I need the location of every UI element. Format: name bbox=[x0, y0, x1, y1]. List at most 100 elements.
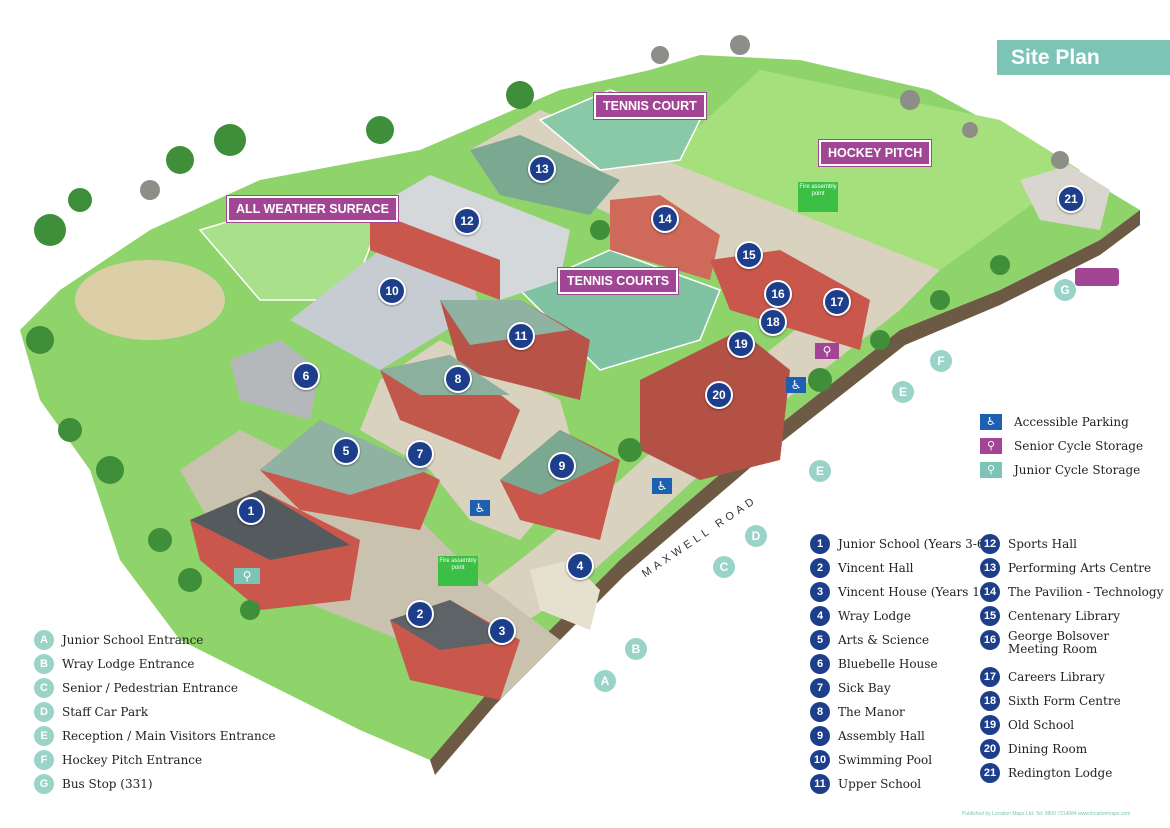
building-6 bbox=[230, 340, 320, 420]
building-label: Centenary Library bbox=[1008, 609, 1121, 623]
map-pin-5[interactable]: 5 bbox=[332, 437, 360, 465]
accessible-parking-icon: ♿ bbox=[652, 478, 672, 494]
fire-assembly-point-south: Fire assembly point bbox=[438, 556, 478, 586]
map-gate-g[interactable]: G bbox=[1054, 279, 1076, 301]
building-number: 8 bbox=[810, 702, 830, 722]
building-label: Wray Lodge bbox=[838, 609, 911, 623]
map-gate-f[interactable]: F bbox=[930, 350, 952, 372]
map-pin-13[interactable]: 13 bbox=[528, 155, 556, 183]
bicycle-icon: ⚲ bbox=[980, 462, 1002, 478]
building-label: Upper School bbox=[838, 777, 922, 791]
building-number: 4 bbox=[810, 606, 830, 626]
entrance-label: Reception / Main Visitors Entrance bbox=[62, 729, 276, 743]
building-row: 12 Sports Hall bbox=[980, 534, 1077, 554]
map-pin-7[interactable]: 7 bbox=[406, 440, 434, 468]
map-pin-15[interactable]: 15 bbox=[735, 241, 763, 269]
building-number: 18 bbox=[980, 691, 1000, 711]
building-1-roof bbox=[190, 490, 350, 560]
publisher-credit: Published by Location Maps Ltd. Tel: 080… bbox=[962, 811, 1131, 817]
building-label: Sports Hall bbox=[1008, 537, 1077, 551]
entrance-label: Junior School Entrance bbox=[62, 633, 204, 647]
map-pin-11[interactable]: 11 bbox=[507, 322, 535, 350]
map-pin-10[interactable]: 10 bbox=[378, 277, 406, 305]
map-gate-d[interactable]: D bbox=[745, 525, 767, 547]
entrance-letter: D bbox=[34, 702, 54, 722]
building-number: 14 bbox=[980, 582, 1000, 602]
map-pin-17[interactable]: 17 bbox=[823, 288, 851, 316]
page-title: Site Plan bbox=[997, 40, 1170, 75]
key-label: Accessible Parking bbox=[1014, 415, 1129, 429]
building-row: 18 Sixth Form Centre bbox=[980, 691, 1121, 711]
building-number: 3 bbox=[810, 582, 830, 602]
building-label: Performing Arts Centre bbox=[1008, 561, 1152, 575]
building-row: 17 Careers Library bbox=[980, 667, 1105, 687]
map-pin-4[interactable]: 4 bbox=[566, 552, 594, 580]
map-pin-2[interactable]: 2 bbox=[406, 600, 434, 628]
map-pin-14[interactable]: 14 bbox=[651, 205, 679, 233]
entrance-letter: G bbox=[34, 774, 54, 794]
map-pin-18[interactable]: 18 bbox=[759, 308, 787, 336]
map-pin-9[interactable]: 9 bbox=[548, 452, 576, 480]
bicycle-icon: ⚲ bbox=[980, 438, 1002, 454]
map-pin-12[interactable]: 12 bbox=[453, 207, 481, 235]
entrance-letter: F bbox=[34, 750, 54, 770]
building-label: Swimming Pool bbox=[838, 753, 933, 767]
building-number: 21 bbox=[980, 763, 1000, 783]
map-pin-21[interactable]: 21 bbox=[1057, 185, 1085, 213]
building-number: 13 bbox=[980, 558, 1000, 578]
building-label: George Bolsover Meeting Room bbox=[1008, 629, 1110, 656]
site-edge bbox=[430, 210, 1140, 775]
map-pin-6[interactable]: 6 bbox=[292, 362, 320, 390]
fire-assembly-label: Fire assembly point bbox=[439, 558, 477, 571]
building-row: 13 Performing Arts Centre bbox=[980, 558, 1151, 578]
map-gate-b[interactable]: B bbox=[625, 638, 647, 660]
map-pin-19[interactable]: 19 bbox=[727, 330, 755, 358]
building-label: Sixth Form Centre bbox=[1008, 694, 1121, 708]
building-label: Junior School (Years 3-6) bbox=[838, 537, 990, 551]
building-label: Bluebelle House bbox=[838, 657, 938, 671]
building-label: Old School bbox=[1008, 718, 1075, 732]
building-row: 16 George Bolsover Meeting Room bbox=[980, 630, 1138, 660]
map-pin-8[interactable]: 8 bbox=[444, 365, 472, 393]
building-label: Arts & Science bbox=[838, 633, 930, 647]
map-gate-c[interactable]: C bbox=[713, 556, 735, 578]
key-junior-cycle: ⚲ Junior Cycle Storage bbox=[980, 460, 1140, 480]
building-10 bbox=[290, 250, 480, 370]
building-number: 2 bbox=[810, 558, 830, 578]
accessible-parking-icon: ♿ bbox=[786, 377, 806, 393]
building-number: 12 bbox=[980, 534, 1000, 554]
building-label: Assembly Hall bbox=[838, 729, 925, 743]
building-number: 5 bbox=[810, 630, 830, 650]
main-path bbox=[440, 110, 940, 650]
building-label: Careers Library bbox=[1008, 670, 1105, 684]
building-number: 16 bbox=[980, 630, 1000, 650]
building-12-side bbox=[370, 210, 500, 300]
map-pin-1[interactable]: 1 bbox=[237, 497, 265, 525]
map-gate-a[interactable]: A bbox=[594, 670, 616, 692]
map-pin-3[interactable]: 3 bbox=[488, 617, 516, 645]
map-pin-20[interactable]: 20 bbox=[705, 381, 733, 409]
playground bbox=[75, 260, 225, 340]
key-accessible-parking: ♿ Accessible Parking bbox=[980, 412, 1129, 432]
senior-cycle-icon: ⚲ bbox=[815, 343, 839, 359]
building-row: 4 Wray Lodge bbox=[810, 606, 911, 626]
building-number: 9 bbox=[810, 726, 830, 746]
callout-tennis-court: TENNIS COURT bbox=[594, 93, 706, 119]
building-number: 17 bbox=[980, 667, 1000, 687]
map-gate-e-lower[interactable]: E bbox=[809, 460, 831, 482]
building-row: 5 Arts & Science bbox=[810, 630, 929, 650]
callout-all-weather-surface: ALL WEATHER SURFACE bbox=[227, 196, 399, 222]
map-gate-e-upper[interactable]: E bbox=[892, 381, 914, 403]
map-pin-16[interactable]: 16 bbox=[764, 280, 792, 308]
